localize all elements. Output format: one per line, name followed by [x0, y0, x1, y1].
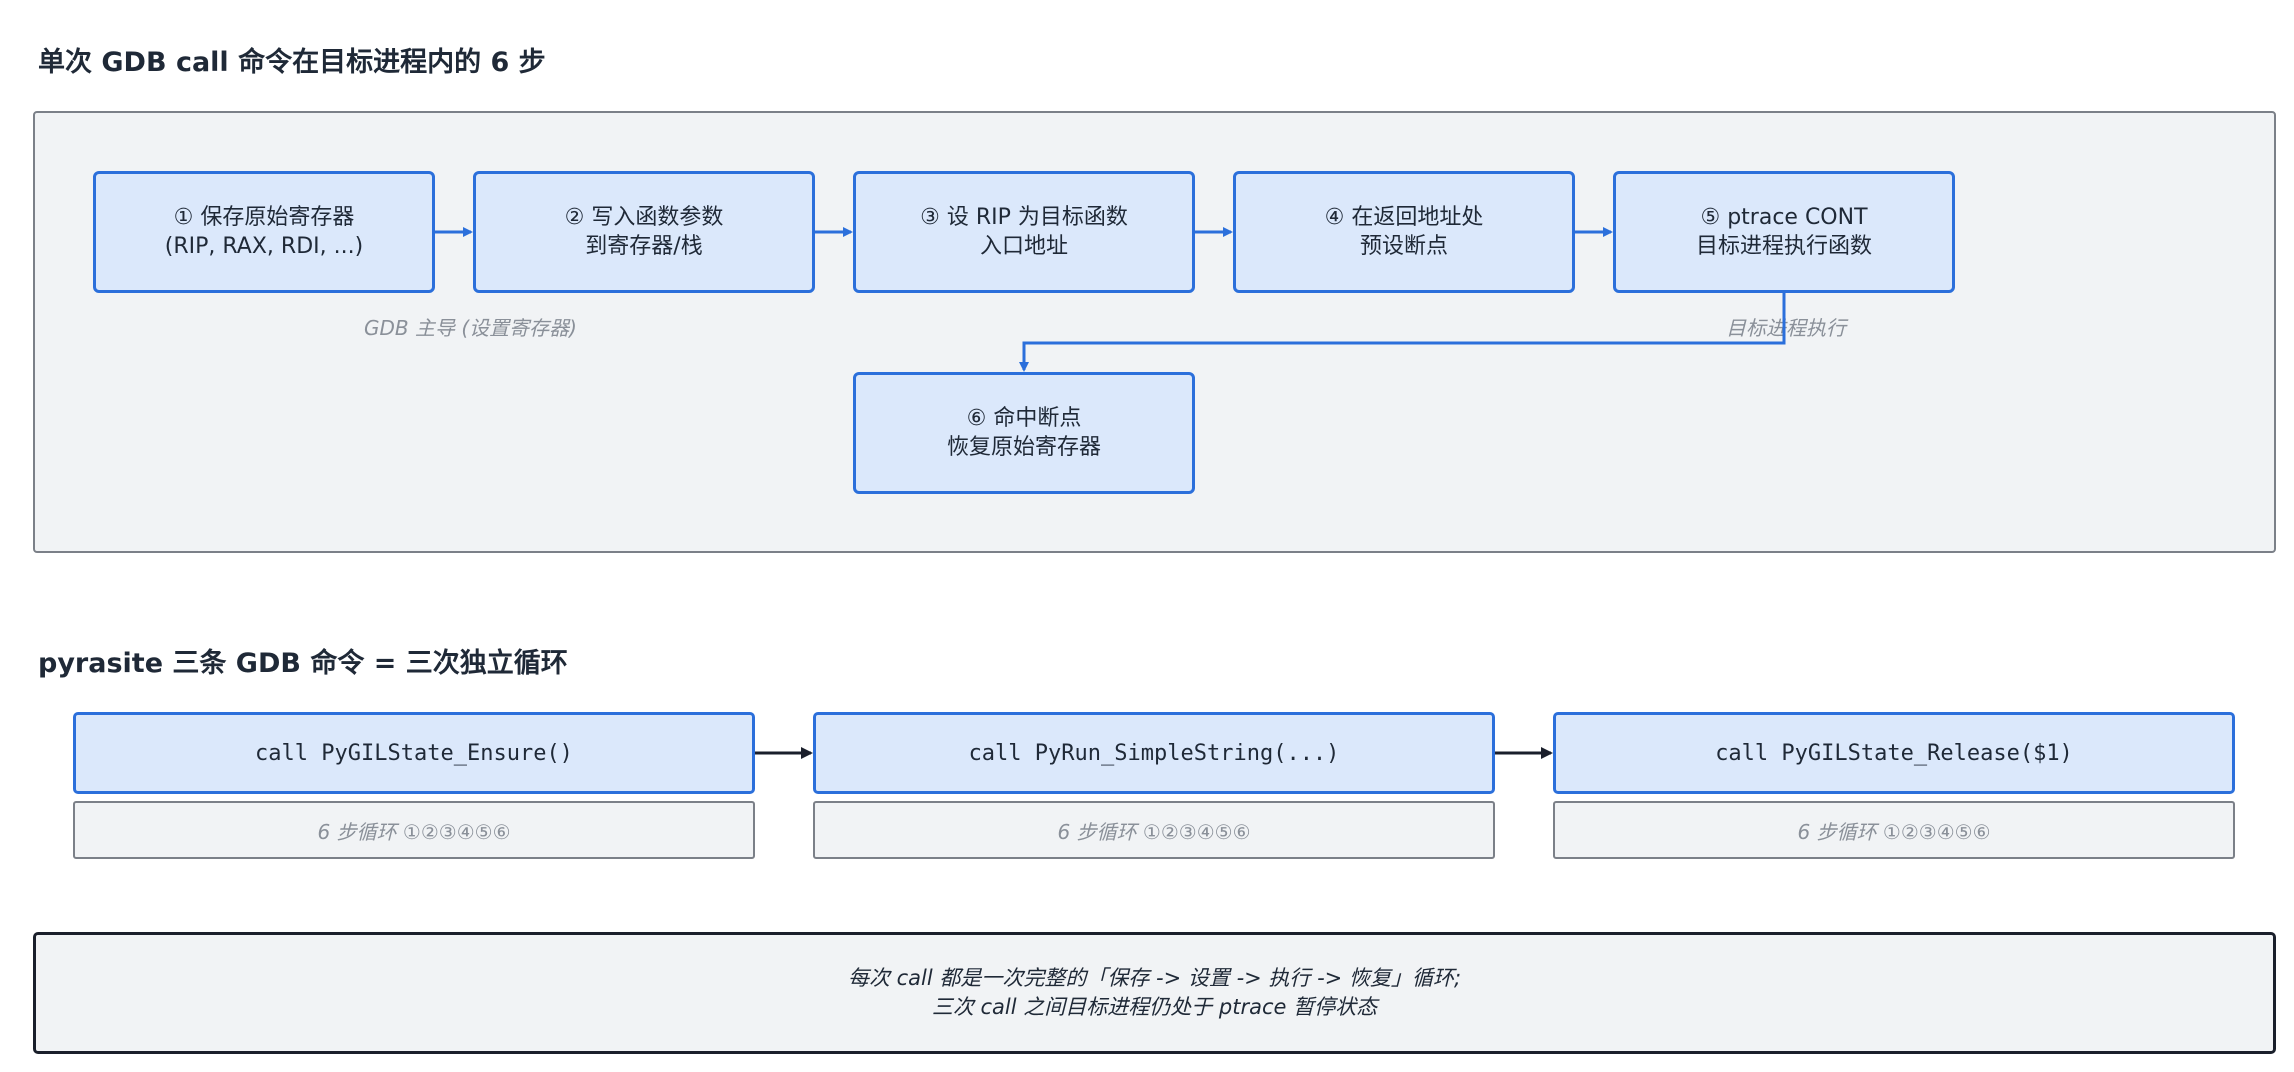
caption-gdb-driven: GDB 主导 (设置寄存器)	[364, 316, 577, 340]
summary-note-line1: 每次 call 都是一次完整的「保存 -> 设置 -> 执行 -> 恢复」循环;	[847, 966, 1462, 990]
step-1-line2: (RIP, RAX, RDI, ...)	[164, 234, 364, 259]
summary-note: 每次 call 都是一次完整的「保存 -> 设置 -> 执行 -> 恢复」循环;…	[33, 932, 2276, 1054]
loop-box-1: 6 步循环 ①②③④⑤⑥	[73, 801, 755, 859]
call-release-box: call PyGILState_Release($1)	[1553, 712, 2235, 794]
section1-title: 单次 GDB call 命令在目标进程内的 6 步	[38, 47, 546, 78]
loop-box-2: 6 步循环 ①②③④⑤⑥	[813, 801, 1495, 859]
step-3-line1: ③ 设 RIP 为目标函数	[920, 205, 1128, 230]
step-2-line2: 到寄存器/栈	[585, 234, 703, 259]
step-2-box: ② 写入函数参数 到寄存器/栈	[473, 171, 815, 293]
step-5-box: ⑤ ptrace CONT 目标进程执行函数	[1613, 171, 1955, 293]
call-ensure-box: call PyGILState_Ensure()	[73, 712, 755, 794]
step-5-line2: 目标进程执行函数	[1695, 234, 1872, 259]
step-4-line2: 预设断点	[1359, 234, 1448, 259]
step-3-box: ③ 设 RIP 为目标函数 入口地址	[853, 171, 1195, 293]
step-6-box: ⑥ 命中断点 恢复原始寄存器	[853, 372, 1195, 494]
step-2-line1: ② 写入函数参数	[564, 205, 724, 230]
step-1-line1: ① 保存原始寄存器	[173, 205, 355, 230]
step-4-box: ④ 在返回地址处 预设断点	[1233, 171, 1575, 293]
step-4-line1: ④ 在返回地址处	[1324, 205, 1484, 230]
loop-box-3: 6 步循环 ①②③④⑤⑥	[1553, 801, 2235, 859]
section2-title: pyrasite 三条 GDB 命令 = 三次独立循环	[38, 648, 568, 679]
step-1-box: ① 保存原始寄存器 (RIP, RAX, RDI, ...)	[93, 171, 435, 293]
step-6-line2: 恢复原始寄存器	[946, 435, 1101, 460]
caption-target-executes: 目标进程执行	[1726, 316, 1846, 340]
summary-note-line2: 三次 call 之间目标进程仍处于 ptrace 暂停状态	[931, 995, 1378, 1019]
step-5-line1: ⑤ ptrace CONT	[1700, 205, 1868, 230]
step-6-line1: ⑥ 命中断点	[966, 406, 1082, 431]
call-run-box: call PyRun_SimpleString(...)	[813, 712, 1495, 794]
step-3-line2: 入口地址	[979, 234, 1068, 259]
